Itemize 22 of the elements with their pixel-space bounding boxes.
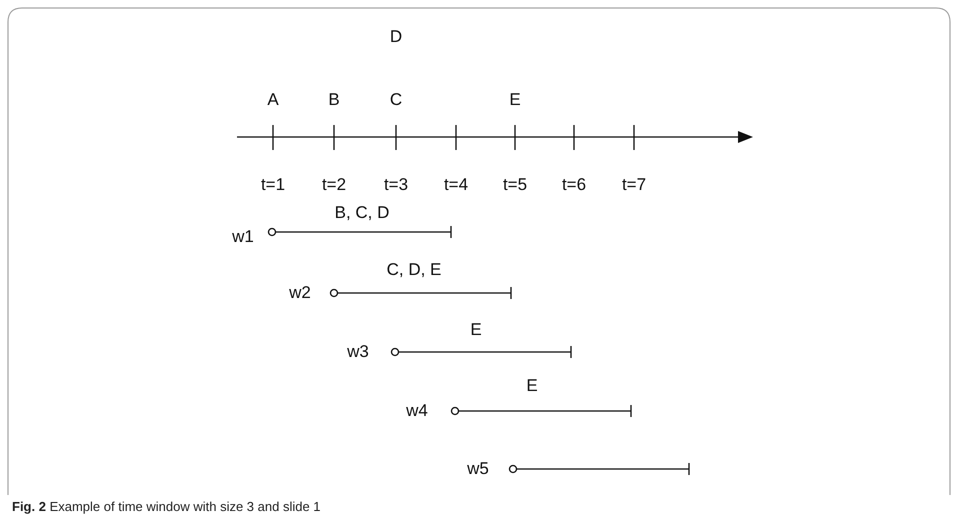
window-name: w3 [347, 342, 369, 362]
event-label: B [328, 90, 340, 110]
event-label: A [267, 90, 279, 110]
window-name: w2 [289, 283, 311, 303]
time-label: t=7 [622, 175, 646, 195]
window-contents: E [526, 376, 538, 396]
window-name: w4 [406, 401, 428, 421]
time-label: t=1 [260, 175, 286, 195]
figure-caption: Fig. 2 Example of time window with size 3 and slide 1 [12, 499, 321, 514]
window-contents: E [470, 320, 482, 340]
window-contents: C, D, E [386, 260, 442, 280]
event-label: D [390, 27, 402, 47]
time-label: t=3 [384, 175, 408, 195]
window-name: w1 [232, 227, 254, 247]
event-label: E [509, 90, 521, 110]
time-label: t=2 [322, 175, 346, 195]
time-label: t=4 [444, 175, 468, 195]
time-label: t=6 [562, 175, 586, 195]
window-contents: B, C, D [334, 203, 390, 223]
time-label: t=5 [502, 175, 528, 195]
event-label: C [390, 90, 402, 110]
window-name: w5 [467, 459, 489, 479]
